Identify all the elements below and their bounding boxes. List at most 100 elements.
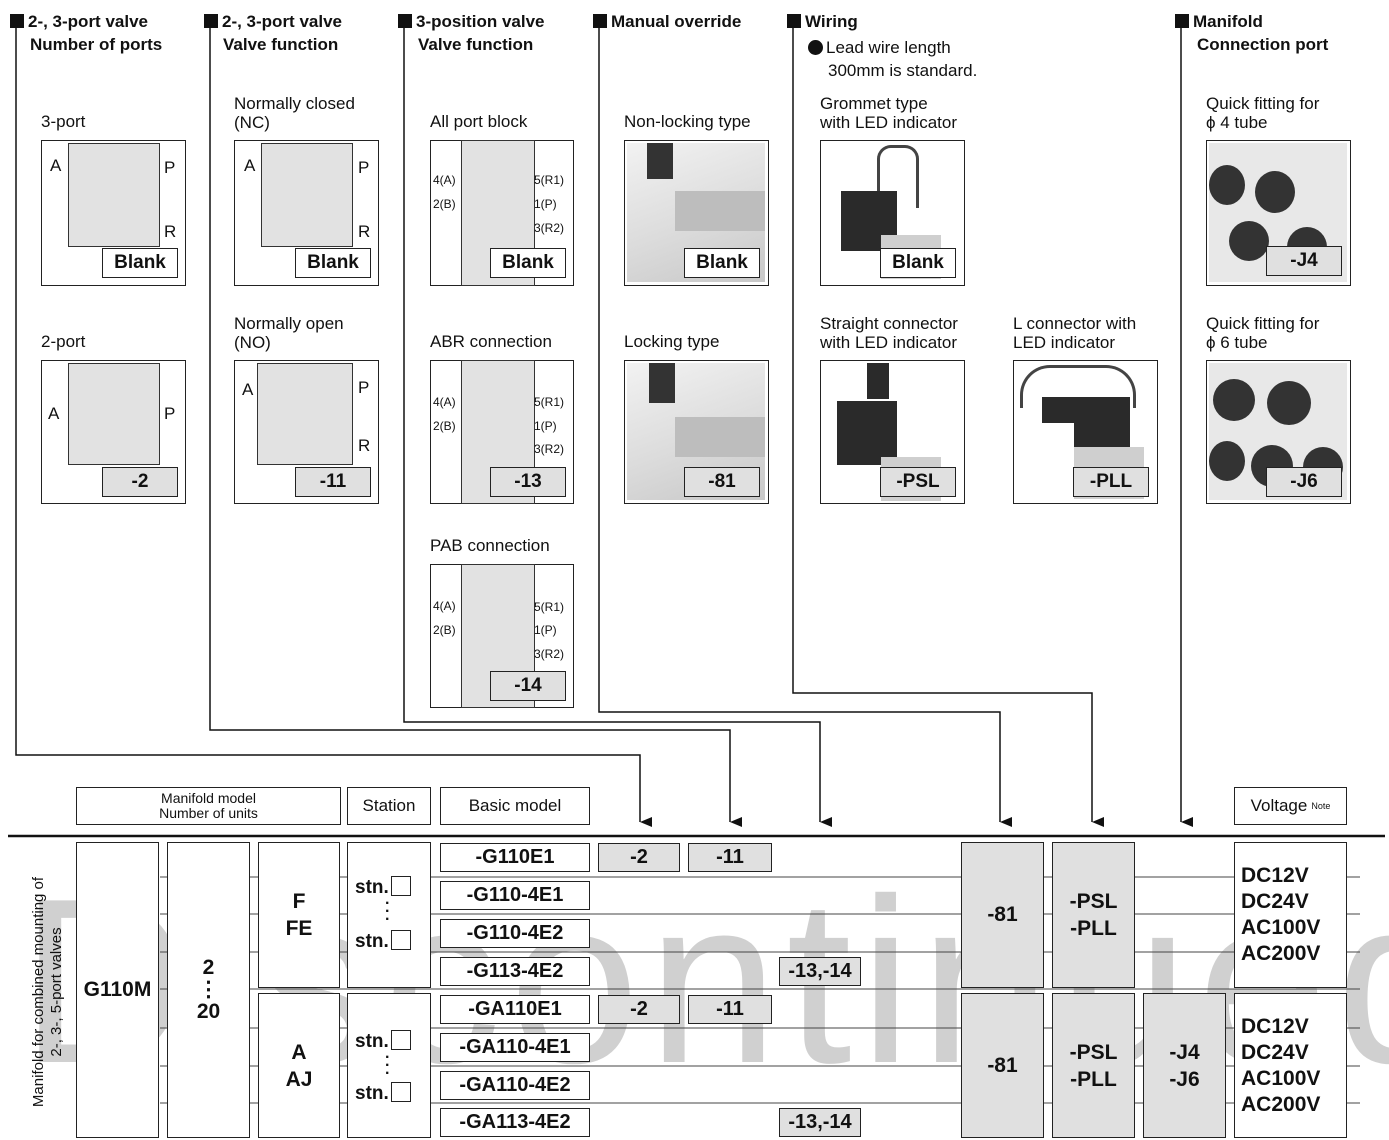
station-text: stn. (355, 1083, 389, 1104)
code-badge: Blank (880, 248, 956, 278)
header-line1: Manual override (611, 12, 741, 31)
valve-body-icon (647, 143, 673, 179)
header-number-of-ports: 2-, 3-port valve Number of ports (10, 10, 162, 56)
port-label-a: A (242, 380, 253, 400)
manifold-code: -J4 (1169, 1039, 1199, 1066)
port-label: 5(R1) (534, 392, 564, 412)
code-badge: -11 (295, 467, 371, 497)
port-label: 2(B) (433, 416, 456, 436)
fitting-icon (1267, 381, 1311, 425)
option-label-line2: LED indicator (1013, 333, 1136, 352)
voltage-option: AC100V (1241, 1066, 1320, 1092)
units-cell: 2 ⋮ 20 (167, 842, 250, 1138)
header-line1: 3-position valve (416, 12, 544, 31)
basic-model-cell: -GA110-4E1 (440, 1033, 590, 1062)
header-valve-function-23: 2-, 3-port valve Valve function (204, 10, 342, 56)
basic-model-cell: -GA113-4E2 (440, 1108, 590, 1137)
voltage-option: DC12V (1241, 1014, 1309, 1040)
port-label: 3(R2) (534, 644, 564, 664)
connector-icon (867, 363, 889, 399)
voltage-cell: DC12V DC24V AC100V AC200V (1234, 993, 1347, 1138)
col-header-line1: Manifold model (161, 791, 256, 806)
basic-model-cell: -GA110E1 (440, 995, 590, 1024)
port-label-r: R (358, 222, 370, 242)
option-label: All port block (430, 112, 527, 131)
station-entry: stn. (355, 930, 411, 953)
col-header-station: Station (347, 787, 431, 825)
option-label: 2-port (41, 332, 85, 351)
wiring-code: -PSL (1070, 1039, 1118, 1066)
code-badge: -81 (684, 467, 760, 497)
port-label-p: P (358, 158, 369, 178)
series-top-cell: F FE (258, 842, 340, 988)
option-label-line1: L connector with (1013, 314, 1136, 333)
port-label: 1(P) (534, 194, 557, 214)
series-code: F (293, 888, 306, 915)
col-header-line2: Number of units (159, 806, 258, 821)
code-badge: -J6 (1266, 467, 1342, 497)
voltage-option: DC12V (1241, 863, 1309, 889)
option-label: Locking type (624, 332, 719, 351)
wiring-code: -PLL (1070, 915, 1117, 942)
manifold-code-cell: -J4 -J6 (1143, 993, 1226, 1138)
option-label-line1: Normally closed (234, 94, 355, 113)
port-label-a: A (244, 156, 255, 176)
option-label: Straight connector with LED indicator (820, 314, 958, 352)
valve-base-icon (675, 191, 765, 231)
option-label: 3-port (41, 112, 85, 131)
port-label: 1(P) (534, 620, 557, 640)
option-label-line2: ϕ 6 tube (1206, 333, 1319, 352)
option-label-line2: (NC) (234, 113, 355, 132)
ellipsis-icon: ··· (385, 900, 390, 924)
option-label: Quick fitting for ϕ 6 tube (1206, 314, 1319, 352)
voltage-option: DC24V (1241, 1040, 1309, 1066)
code-badge: -13 (490, 467, 566, 497)
units-ellipsis: ⋮ (198, 979, 219, 1001)
option-label-line2: with LED indicator (820, 113, 957, 132)
fitting-icon (1209, 441, 1245, 481)
option-label-line2: with LED indicator (820, 333, 958, 352)
option-label-line1: Normally open (234, 314, 344, 333)
port-label: 4(A) (433, 170, 456, 190)
col-header-manifold-model: Manifold model Number of units (76, 787, 341, 825)
units-max: 20 (197, 1001, 220, 1023)
option-label: PAB connection (430, 536, 550, 555)
option-label-line1: Quick fitting for (1206, 94, 1319, 113)
option-label: Grommet type with LED indicator (820, 94, 957, 132)
option-label-line1: Straight connector (820, 314, 958, 333)
station-text: stn. (355, 931, 389, 952)
option-label: ABR connection (430, 332, 552, 351)
ellipsis-icon: ··· (385, 1054, 390, 1078)
model-cell: G110M (76, 842, 159, 1138)
ports-code-cell: -2 (598, 995, 680, 1024)
port-label: 2(B) (433, 194, 456, 214)
function-code-cell: -11 (688, 995, 772, 1024)
wiring-code: -PSL (1070, 888, 1118, 915)
wiring-code-cell: -PSL -PLL (1052, 993, 1135, 1138)
port-label-r: R (164, 222, 176, 242)
header-line2: Number of ports (10, 33, 162, 56)
port-label: 5(R1) (534, 597, 564, 617)
function3-code-cell: -13,-14 (779, 1108, 861, 1137)
header-line1: Manifold (1193, 12, 1263, 31)
voltage-note: Note (1311, 801, 1330, 811)
header-manual-override: Manual override (593, 10, 741, 33)
code-badge: Blank (684, 248, 760, 278)
basic-model-cell: -G110E1 (440, 843, 590, 872)
checkbox-icon (391, 1030, 411, 1050)
function-code-cell: -11 (688, 843, 772, 872)
port-label: 2(B) (433, 620, 456, 640)
header-line1: 2-, 3-port valve (222, 12, 342, 31)
voltage-cell: DC12V DC24V AC100V AC200V (1234, 842, 1347, 988)
port-label: 4(A) (433, 596, 456, 616)
wiring-note: Lead wire length 300mm is standard. (808, 36, 977, 82)
wiring-code-cell: -PSL -PLL (1052, 842, 1135, 988)
wiring-code: -PLL (1070, 1066, 1117, 1093)
override-code-cell: -81 (961, 993, 1044, 1138)
manifold-code: -J6 (1169, 1066, 1199, 1093)
override-code-cell: -81 (961, 842, 1044, 988)
code-badge: Blank (295, 248, 371, 278)
voltage-option: AC100V (1241, 915, 1320, 941)
wiring-note-line1: Lead wire length (826, 38, 951, 57)
basic-model-cell: -G110-4E2 (440, 919, 590, 948)
